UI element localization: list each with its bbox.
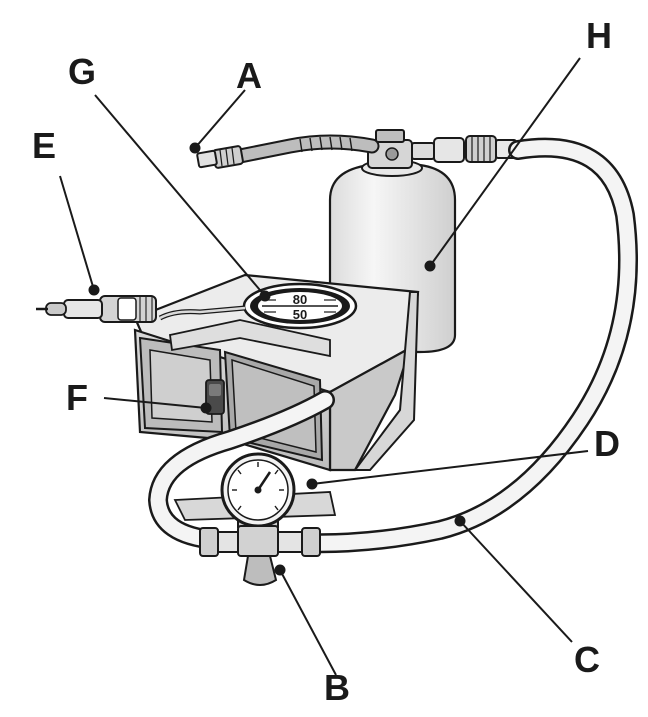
bottle-outlet-connector bbox=[411, 135, 517, 163]
valve-fitting bbox=[199, 525, 321, 586]
sealant-hose-a bbox=[196, 134, 380, 169]
callout-label-c: C bbox=[574, 639, 600, 680]
badge-top-value: 80 bbox=[293, 292, 307, 307]
badge-bottom-value: 50 bbox=[293, 307, 307, 322]
air-hose-c bbox=[295, 137, 638, 554]
callout-label-e: E bbox=[32, 125, 57, 166]
callout-label-f: F bbox=[66, 377, 88, 418]
pressure-gauge bbox=[220, 452, 296, 528]
callout-label-b: B bbox=[324, 667, 350, 708]
pressure-badge: 80 50 bbox=[242, 282, 358, 330]
callout-label-g: G bbox=[68, 51, 97, 92]
callout-label-d: D bbox=[594, 423, 620, 464]
leader-lines bbox=[59, 57, 589, 676]
power-plug bbox=[36, 295, 246, 323]
callout-label-h: H bbox=[586, 15, 612, 56]
callout-label-a: A bbox=[236, 55, 262, 96]
